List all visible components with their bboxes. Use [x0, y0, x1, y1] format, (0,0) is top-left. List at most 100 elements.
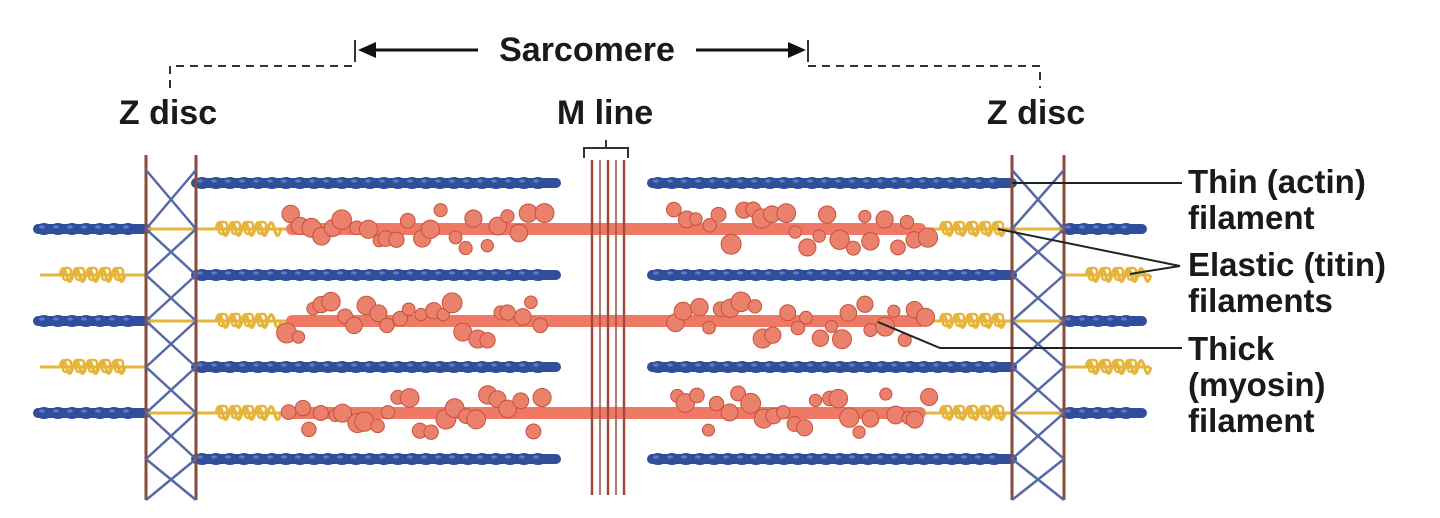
thin-filament-left-3-bead [278, 453, 294, 465]
thin-filament-right-3-bead-shine [849, 455, 855, 459]
thin-filament-right-0-bead [664, 177, 680, 189]
thin-filament-left-3-bead-shine [505, 455, 511, 459]
thin-filament-right-0-bead [846, 177, 862, 189]
actin-outer-left-0-bead [106, 223, 122, 235]
titin-outer-left-0-loop [61, 266, 73, 282]
thin-filament-left-0-bead-shine [239, 179, 245, 183]
thick-filament-0-head [399, 212, 416, 229]
thin-filament-left-0-bead [460, 177, 476, 189]
thin-filament-right-0-bead [650, 177, 666, 189]
thin-filament-right-2-bead-shine [877, 363, 883, 367]
thin-filament-left-3-bead-shine [407, 455, 413, 459]
thick-filament-1-head [532, 317, 549, 334]
thin-filament-left-0-bead [530, 177, 546, 189]
thin-filament-right-1-bead [832, 269, 848, 281]
titin-outer-right-1-loop [1087, 358, 1099, 374]
titin-outer-right-0 [1064, 266, 1153, 283]
thin-filament-right-3-bead [888, 453, 904, 465]
actin-outer-left-1-bead-shine [109, 317, 115, 321]
titin-inner-left-0-loop [243, 220, 255, 236]
thin-filament-left-3-bead [348, 453, 364, 465]
thin-filament-right-1-bead [874, 269, 890, 281]
actin-outer-right-2 [1059, 407, 1147, 419]
thin-filament-left-0-bead [320, 177, 336, 189]
thick-filament-2-head [525, 423, 542, 440]
actin-outer-left-0-bead [50, 223, 66, 235]
titin-inner-left-1-loop [256, 312, 268, 328]
thin-filament-left-3-bead [530, 453, 546, 465]
actin-outer-right-1-bead-shine [1093, 317, 1099, 321]
thin-filament-right-3-bead-shine [793, 455, 799, 459]
actin-outer-left-0-bead-shine [67, 225, 73, 229]
titin-inner-left-0-loop [256, 220, 268, 236]
thin-filament-right-2-bead-shine [849, 363, 855, 367]
thin-filament-left-1-bead-shine [491, 271, 497, 275]
thin-filament-left-1-bead [236, 269, 252, 281]
thin-filament-left-3-bead [516, 453, 532, 465]
thin-filament-left-1-bead-shine [281, 271, 287, 275]
thin-filament-left-0-bead-shine [449, 179, 455, 183]
thin-filament-right-0-bead-shine [975, 179, 981, 183]
titin-outer-left-0-loop [100, 266, 112, 282]
titin-inner-right-1-loop [980, 312, 992, 328]
thin-filament-right-0-bead-shine [947, 179, 953, 183]
titin-inner-left-1-loop [230, 312, 242, 328]
thin-filament-right-0-bead-shine [891, 179, 897, 183]
titin-inner-left-0-loop [230, 220, 242, 236]
thin-filament-left-0-bead-shine [267, 179, 273, 183]
thin-filament-right-2-bead-shine [891, 363, 897, 367]
thin-filament-right-3-bead-shine [961, 455, 967, 459]
titin-outer-right-0-coil [1084, 267, 1153, 283]
thick-filament-1-head [673, 301, 693, 321]
thin-filament-left-1-bead [362, 269, 378, 281]
thin-filament-left-3-bead-shine [211, 455, 217, 459]
thin-filament-left-0-bead-shine [225, 179, 231, 183]
thick-filament-2-head [886, 405, 906, 425]
thin-filament-left-0-bead [362, 177, 378, 189]
thick-filament-0-head [861, 232, 880, 251]
thick-filament-0-head [388, 231, 405, 248]
thin-filament-left-0-bead-shine [505, 179, 511, 183]
thin-filament-left-2-bead-shine [309, 363, 315, 367]
thin-filament-left-0-bead [418, 177, 434, 189]
thin-filament-right-2-bead [874, 361, 890, 373]
thick-filament-2-head [861, 409, 880, 428]
thin-filament-right-3-bead-shine [989, 455, 995, 459]
thick-filament-1-head [369, 304, 388, 323]
thick-filament-2-head [280, 404, 297, 420]
thin-filament-left-1-bead-shine [449, 271, 455, 275]
thin-filament-left-1-bead-shine [197, 271, 203, 275]
thin-filament-right-0-bead [986, 177, 1002, 189]
thin-filament-right-2-bead [678, 361, 694, 373]
thin-filament-right-0-bead-shine [849, 179, 855, 183]
thin-filament-left-1-bead [376, 269, 392, 281]
thin-filament-right-1-bead-shine [905, 271, 911, 275]
thin-filament-left-0-bead [208, 177, 224, 189]
actin-outer-right-0-bead [1076, 223, 1092, 235]
thin-filament-right-2-bead-shine [779, 363, 785, 367]
thin-filament-left-0-bead-shine [463, 179, 469, 183]
titin-outer-left-1-loop [87, 358, 99, 374]
titin-inner-right-1-coil [938, 313, 1007, 329]
titin-inner-left-1 [146, 312, 290, 329]
thin-filament-right-1-bead-shine [737, 271, 743, 275]
thin-filament-left-2-bead [362, 361, 378, 373]
thin-filament-left-3-bead-shine [463, 455, 469, 459]
thick-filament-2-head [301, 421, 317, 438]
thin-filament-right-2-bead-shine [793, 363, 799, 367]
thick-filament-2-head [776, 405, 791, 420]
thin-filament-right-1-bead [692, 269, 708, 281]
thin-filament-right-0-bead [818, 177, 834, 189]
thin-filament-left-1-bead [278, 269, 294, 281]
thin-filament-left-1-bead-shine [407, 271, 413, 275]
thin-filament-left-2-bead [208, 361, 224, 373]
thin-filament-left-3-bead [306, 453, 322, 465]
titin-inner-left-0 [146, 220, 290, 237]
titin-inner-right-2-loop [954, 404, 966, 420]
thin-filament-right-1-bead [776, 269, 792, 281]
actin-outer-right-2-bead-shine [1107, 409, 1113, 413]
thin-filament-right-0-bead [804, 177, 820, 189]
thin-filament-right-0-bead-shine [989, 179, 995, 183]
thin-filament-right-1-bead-shine [765, 271, 771, 275]
